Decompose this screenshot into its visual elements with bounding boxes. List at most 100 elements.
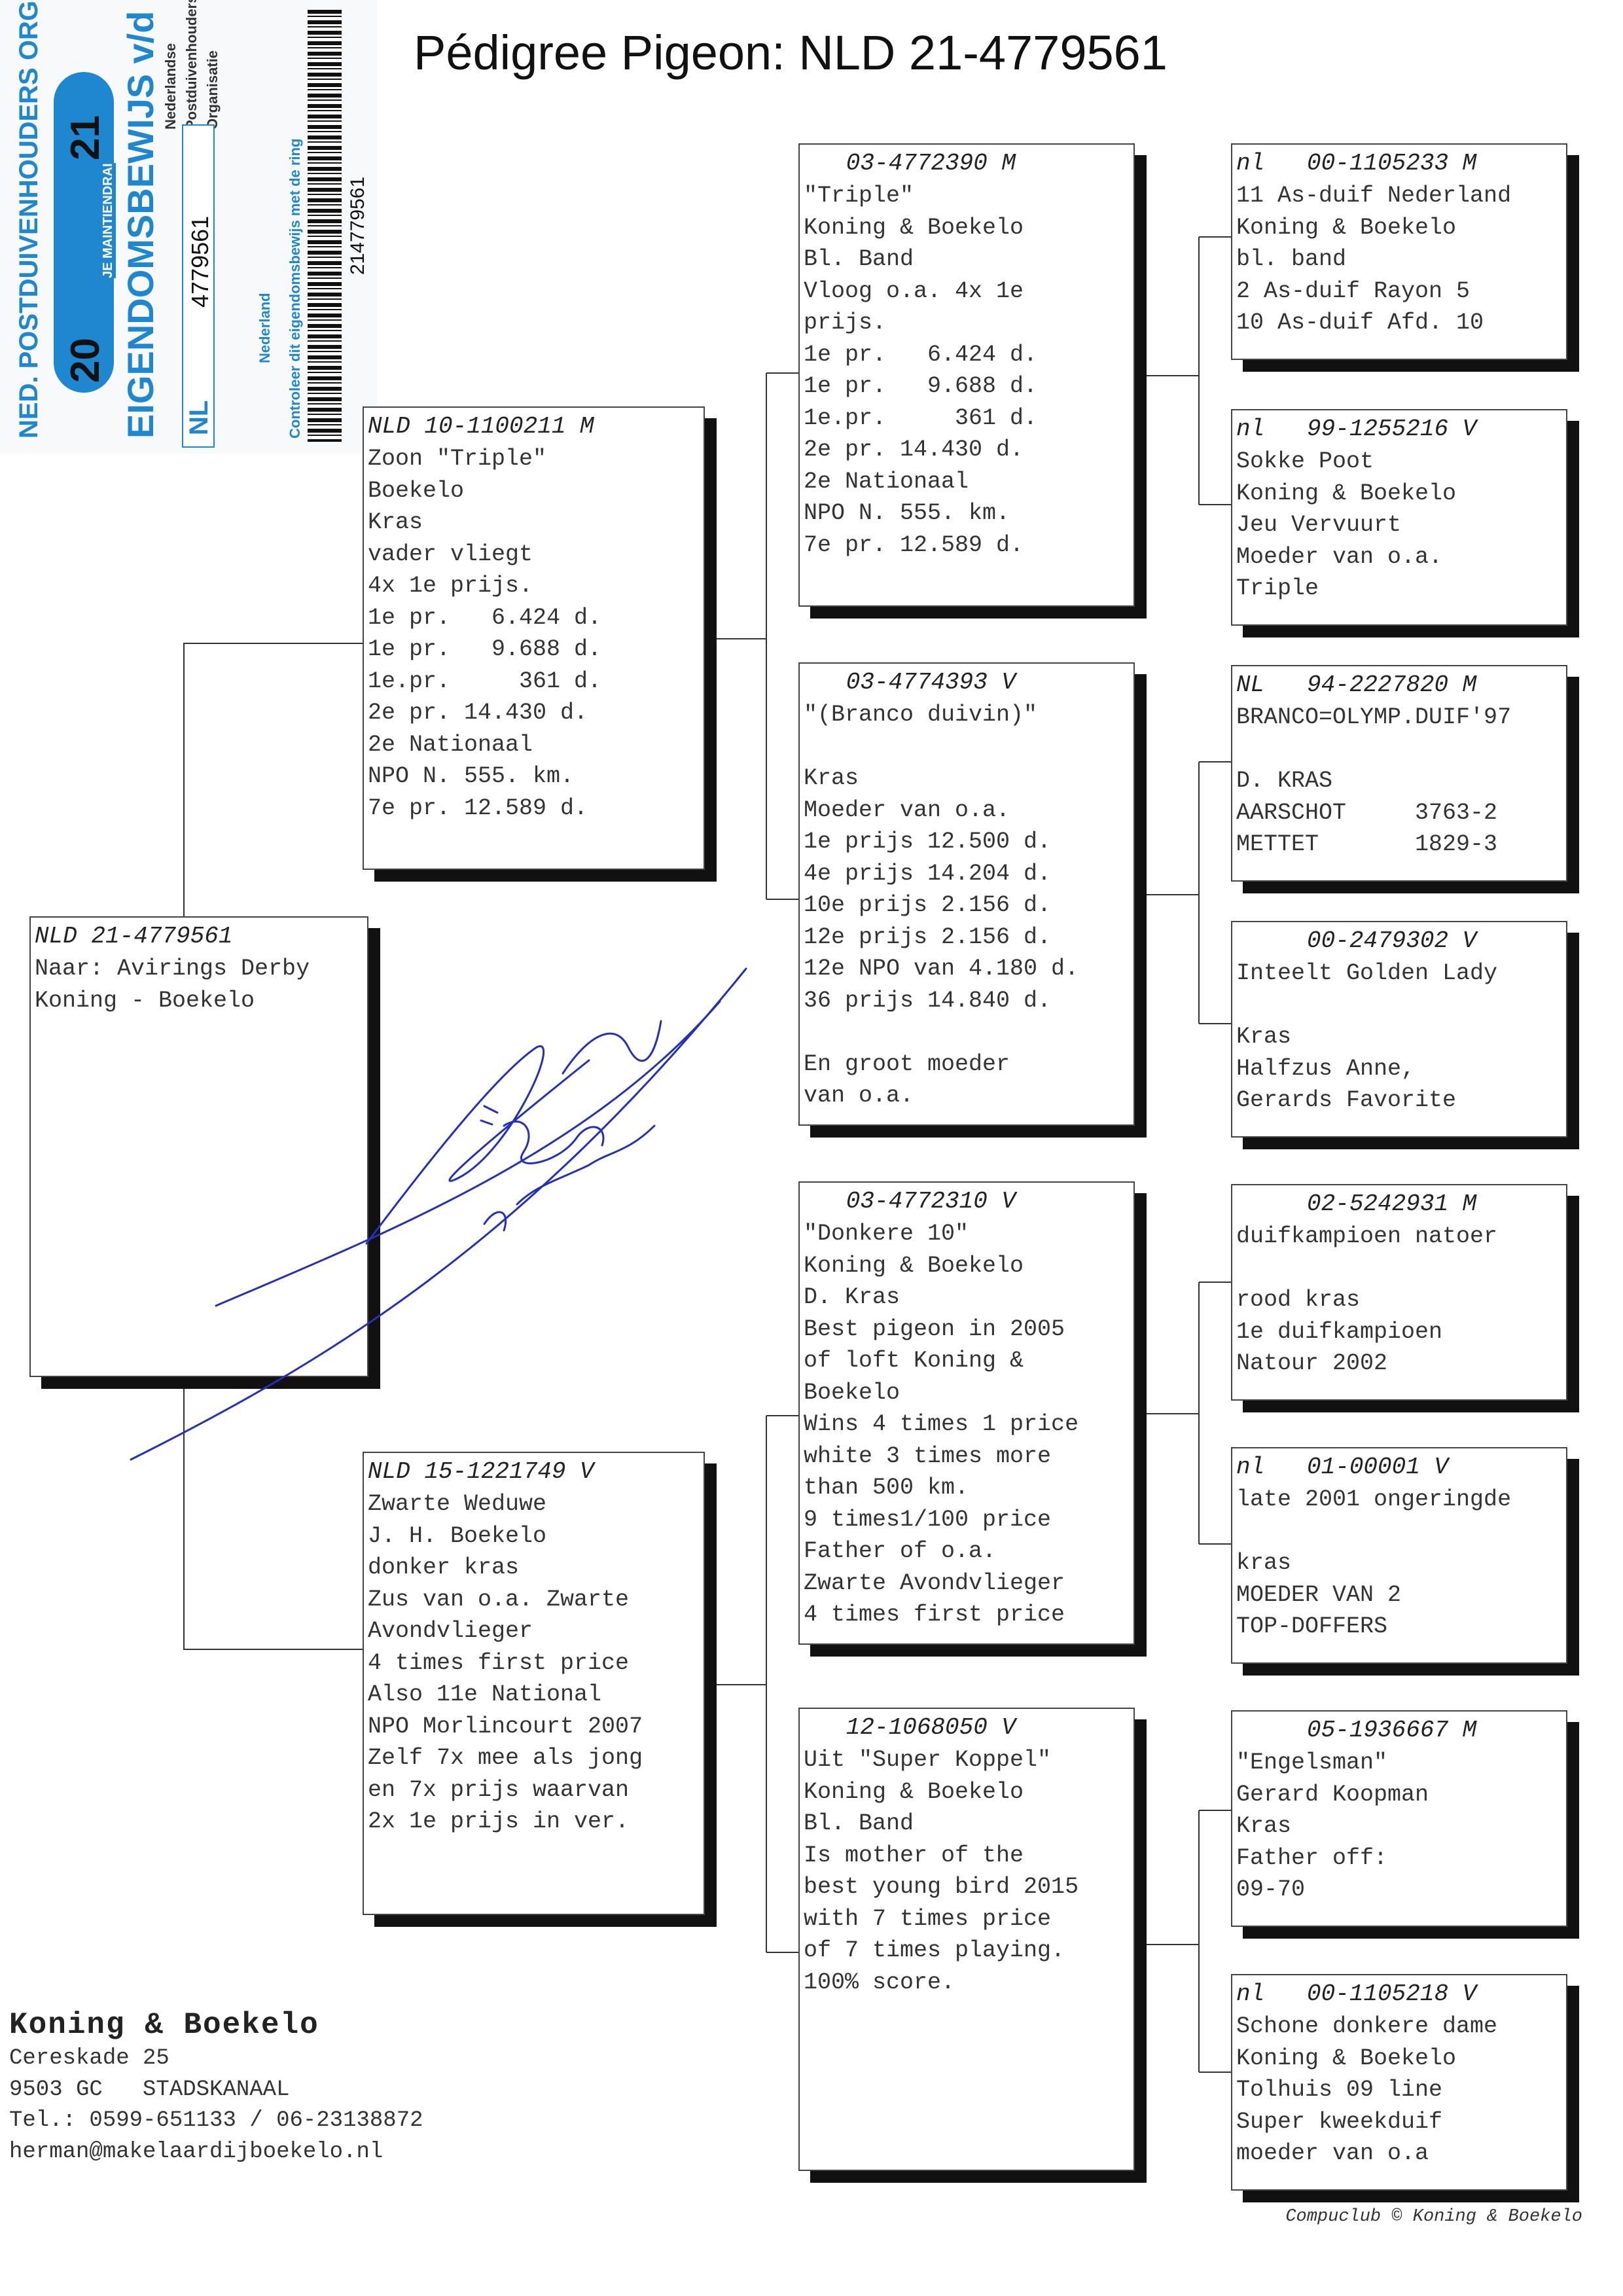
- info-line: with 7 times price: [804, 1905, 1052, 1932]
- info-line: Natour 2002: [1236, 1350, 1388, 1376]
- connector-dam-grandparents: [705, 1415, 798, 1953]
- info-line: METTET 1829-3: [1236, 831, 1498, 857]
- info-line: Kras: [368, 509, 423, 535]
- address-street: Cereskade 25: [9, 2046, 169, 2071]
- ring-id: 03-4772310 V: [804, 1188, 1016, 1215]
- info-line: NPO N. 555. km.: [804, 500, 1010, 526]
- info-line: Koning - Boekelo: [35, 987, 255, 1014]
- info-line: Inteelt Golden Lady: [1236, 960, 1498, 986]
- info-line: Koning & Boekelo: [804, 1778, 1024, 1805]
- info-line: Zelf 7x mee als jong: [368, 1745, 643, 1771]
- info-line: 7e pr. 12.589 d.: [804, 531, 1024, 558]
- info-line: van o.a.: [804, 1083, 914, 1109]
- info-line: Zwarte Avondvlieger: [804, 1570, 1065, 1596]
- address-phone: Tel.: 0599-651133 / 06-23138872: [9, 2108, 423, 2133]
- info-line: 4 times first price: [368, 1649, 630, 1676]
- ring-id: 03-4774393 V: [804, 669, 1016, 696]
- info-line: Triple: [1236, 575, 1319, 601]
- info-line: Kras: [804, 765, 859, 791]
- info-line: D. Kras: [804, 1284, 901, 1310]
- info-line: Gerard Koopman: [1236, 1781, 1429, 1808]
- info-line: Jeu Vervuurt: [1236, 512, 1402, 538]
- info-line: 2e pr. 14.430 d.: [368, 700, 588, 726]
- info-line: 1e pr. 6.424 d.: [368, 604, 602, 631]
- info-line: duifkampioen natoer: [1236, 1223, 1498, 1249]
- info-line: 09-70: [1236, 1876, 1306, 1903]
- ring-id: nl 00-1105218 V: [1236, 1981, 1477, 2007]
- info-line: 4e prijs 14.204 d.: [804, 860, 1052, 887]
- info-line: 10e prijs 2.156 d.: [804, 892, 1052, 918]
- info-line: prijs.: [804, 310, 887, 336]
- info-line: Father of o.a.: [804, 1538, 997, 1564]
- info-line: donker kras: [368, 1554, 520, 1581]
- info-line: best young bird 2015: [804, 1874, 1079, 1900]
- info-line: Kras: [1236, 1024, 1292, 1050]
- dam-card: NLD 15-1221749 V Zwarte Weduwe J. H. Boe…: [363, 1452, 705, 1915]
- ring-id: nl 00-1105233 M: [1236, 150, 1477, 177]
- info-line: 2e Nationaal: [804, 468, 969, 495]
- connector-gp2: [1147, 761, 1231, 1024]
- info-line: 1e.pr. 361 d.: [368, 668, 602, 694]
- info-line: 12e NPO van 4.180 d.: [804, 956, 1079, 982]
- info-line: 7e pr. 12.589 d.: [368, 795, 588, 821]
- info-line: 1e pr. 9.688 d.: [804, 373, 1038, 399]
- info-line: 2x 1e prijs in ver.: [368, 1808, 630, 1835]
- info-line: bl. band: [1236, 246, 1347, 272]
- info-line: 1e duifkampioen: [1236, 1318, 1443, 1345]
- ring-id: nl 99-1255216 V: [1236, 416, 1477, 442]
- info-line: rood kras: [1236, 1287, 1361, 1313]
- great-grandparent-card: 02-5242931 M duifkampioen natoer rood kras…: [1231, 1184, 1567, 1401]
- info-line: Father off:: [1236, 1844, 1388, 1871]
- info-line: Gerards Favorite: [1236, 1087, 1457, 1113]
- info-line: late 2001 ongeringde: [1236, 1486, 1512, 1513]
- ring-id: NLD 10-1100211 M: [368, 413, 594, 440]
- info-line: Bl. Band: [804, 1810, 914, 1837]
- info-line: "Triple": [804, 183, 914, 209]
- info-line: Wins 4 times 1 price: [804, 1411, 1079, 1437]
- info-line: Koning & Boekelo: [804, 1252, 1024, 1279]
- info-line: en 7x prijs waarvan: [368, 1776, 630, 1803]
- info-line: 1e.pr. 361 d.: [804, 404, 1038, 431]
- info-line: 4x 1e prijs.: [368, 573, 533, 599]
- info-line: white 3 times more: [804, 1443, 1052, 1469]
- info-line: 2e Nationaal: [368, 731, 533, 758]
- info-line: Boekelo: [804, 1379, 901, 1406]
- info-line: Vloog o.a. 4x 1e: [804, 278, 1024, 304]
- ring-id: 00-2479302 V: [1236, 927, 1477, 954]
- info-line: Uit "Super Koppel": [804, 1747, 1052, 1773]
- barcode: [308, 10, 342, 442]
- connector-sire-grandparents: [705, 372, 798, 900]
- info-line: than 500 km.: [804, 1475, 969, 1501]
- info-line: TOP-DOFFERS: [1236, 1613, 1388, 1640]
- info-line: Sokke Poot: [1236, 448, 1374, 475]
- info-line: 1e prijs 12.500 d.: [804, 829, 1052, 855]
- info-line: 1e pr. 9.688 d.: [368, 636, 602, 662]
- ring-id: 02-5242931 M: [1236, 1191, 1477, 1217]
- info-line: kras: [1236, 1550, 1292, 1576]
- ring-ownership-card: NED. POSTDUIVENHOUDERS ORGANISATIE 20 21…: [0, 0, 377, 454]
- info-line: of 7 times playing.: [804, 1937, 1065, 1964]
- info-line: Moeder van o.a.: [804, 797, 1010, 823]
- info-line: of loft Koning &: [804, 1348, 1024, 1374]
- info-line: 12e prijs 2.156 d.: [804, 924, 1052, 950]
- info-line: Kras: [1236, 1813, 1292, 1839]
- subject-pigeon-card: NLD 21-4779561 Naar: Avirings Derby Koni…: [29, 916, 368, 1377]
- address-email[interactable]: herman@makelaardijboekelo.nl: [9, 2139, 383, 2164]
- info-line: NPO Morlincourt 2007: [368, 1713, 643, 1740]
- info-line: D. KRAS: [1236, 768, 1333, 794]
- info-line: "(Branco duivin)": [804, 702, 1038, 728]
- info-line: Zoon "Triple": [368, 446, 547, 472]
- address-city: 9503 GC STADSKANAAL: [9, 2077, 290, 2102]
- info-line: Schone donkere dame: [1236, 2013, 1498, 2039]
- ring-id: NLD 21-4779561: [35, 923, 233, 950]
- sire-card: NLD 10-1100211 M Zoon "Triple" Boekelo K…: [363, 406, 705, 870]
- info-line: 100% score.: [804, 1969, 955, 1996]
